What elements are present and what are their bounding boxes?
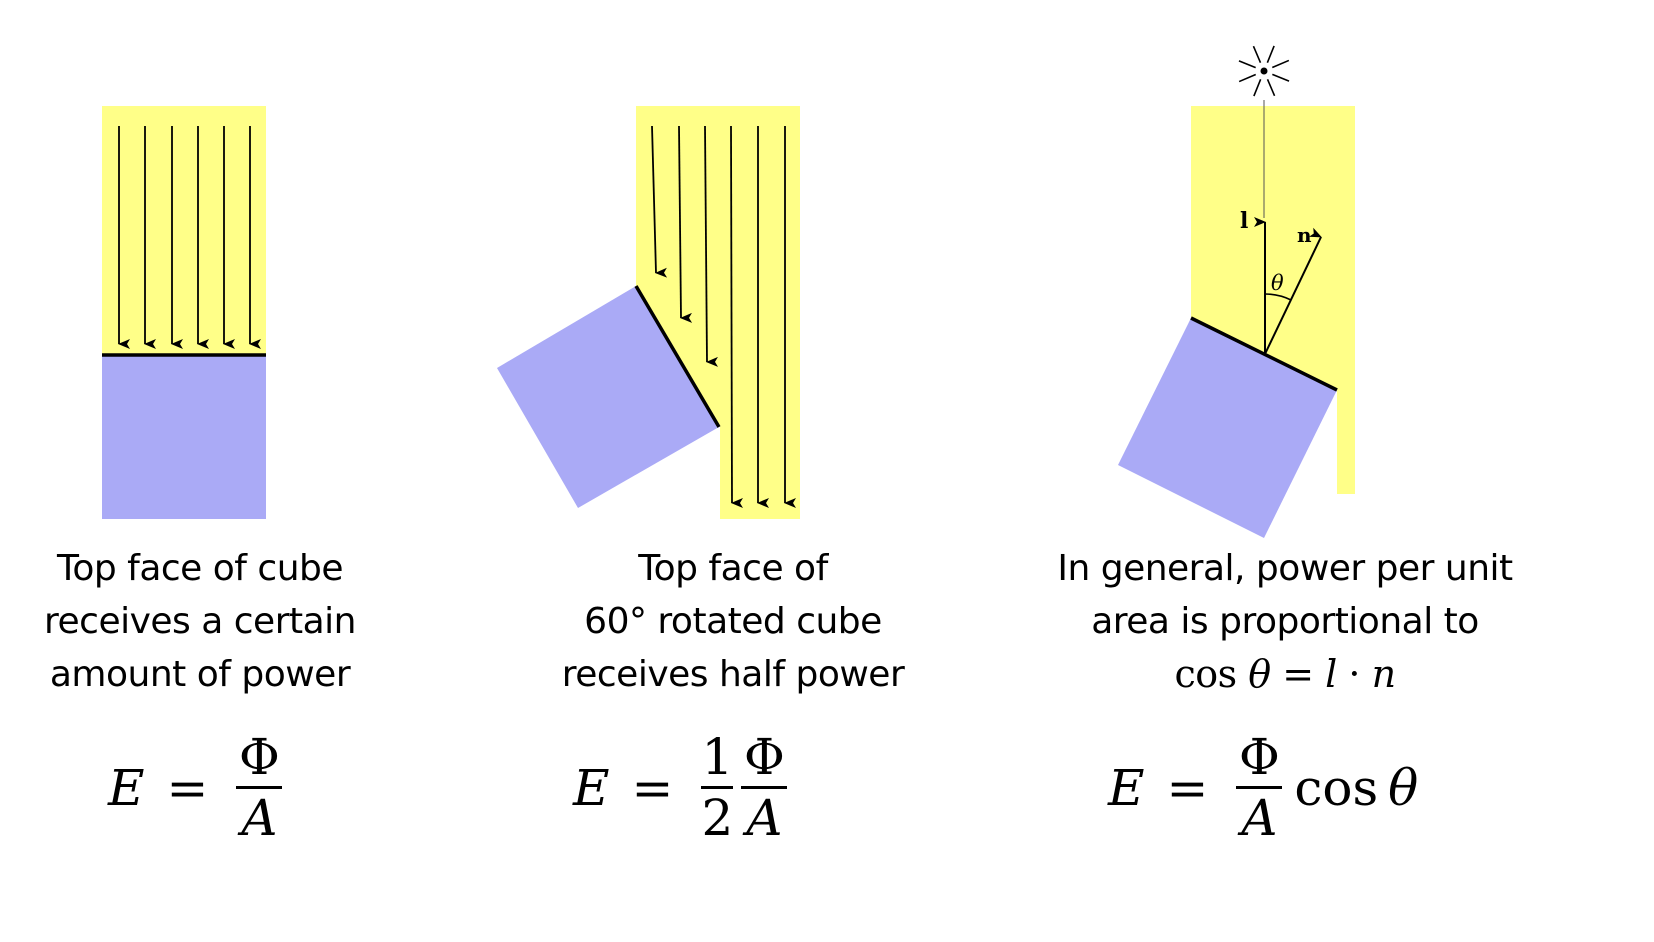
equals-sign: = [166, 758, 209, 817]
cube [102, 355, 266, 519]
theta-symbol: θ [1388, 758, 1419, 817]
n-symbol: n [1371, 652, 1396, 696]
light-beam [636, 106, 800, 519]
light-source-ray [1272, 73, 1290, 82]
light-source-icon [1238, 45, 1290, 97]
panel-1-figure [102, 106, 266, 519]
panel-3-equation: E = Φ A cos θ [1108, 728, 1418, 847]
normal-vector-arrow [1264, 227, 1322, 355]
flux-symbol: Φ [1238, 728, 1280, 786]
area-symbol: A [241, 789, 278, 847]
panel-3-caption: In general, power per unit area is propo… [1020, 542, 1550, 701]
caption-line: Top face of [638, 548, 828, 589]
rotated-cube [497, 286, 719, 508]
panel-2-figure [497, 106, 800, 519]
light-ray-arrow [651, 125, 668, 278]
equals-sign: = [631, 758, 674, 817]
flux-over-area-fraction: Φ A [741, 728, 788, 847]
light-source-ray [1238, 60, 1256, 69]
caption-line: receives a certain [44, 601, 357, 642]
panel-1-equation: E = Φ A [108, 728, 288, 847]
normal-vector-label: n [1297, 223, 1312, 247]
light-source-ray [1266, 78, 1276, 97]
rotated-cube [1118, 318, 1337, 538]
panel-1-caption: Top face of cube receives a certain amou… [0, 542, 400, 701]
flux-over-area-fraction: Φ A [1236, 728, 1283, 847]
light-ray-arrow [678, 125, 693, 323]
panel-2-equation: E = 1 2 Φ A [573, 728, 793, 847]
light-ray-arrow [704, 125, 719, 367]
l-symbol: l [1325, 652, 1337, 696]
fraction-bar [1236, 786, 1283, 789]
light-beam [102, 106, 266, 355]
one-half-fraction: 1 2 [701, 728, 734, 847]
denominator: 2 [701, 789, 734, 847]
light-source-ray [1253, 79, 1262, 97]
irradiance-symbol: E [573, 758, 610, 817]
flux-symbol: Φ [238, 728, 280, 786]
light-rays [651, 125, 796, 508]
caption-line: 60° rotated cube [584, 601, 882, 642]
light-ray-arrow [730, 125, 744, 508]
caption-line: receives half power [561, 654, 905, 695]
theta-symbol: θ [1248, 652, 1271, 696]
area-symbol: A [1241, 789, 1278, 847]
cos-function: cos [1294, 758, 1379, 817]
panel-2-caption: Top face of 60° rotated cube receives ha… [533, 542, 933, 701]
irradiance-symbol: E [1108, 758, 1145, 817]
flux-symbol: Φ [743, 728, 785, 786]
area-symbol: A [746, 789, 783, 847]
caption-line: Top face of cube [56, 548, 344, 589]
flux-over-area-fraction: Φ A [236, 728, 283, 847]
caption-line: amount of power [49, 654, 351, 695]
light-beam [1191, 106, 1355, 494]
light-rays [118, 126, 261, 349]
caption-line: area is proportional to [1091, 601, 1479, 642]
light-vector-label: l [1240, 208, 1248, 234]
equals-sign: = [1282, 652, 1314, 696]
numerator: 1 [701, 728, 734, 786]
angle-arc [1264, 293, 1292, 301]
top-face-edge [634, 285, 721, 428]
caption-line: In general, power per unit [1057, 548, 1513, 589]
fraction-bar [741, 786, 788, 789]
irradiance-symbol: E [108, 758, 145, 817]
fraction-bar [701, 786, 734, 789]
angle-label: θ [1271, 271, 1284, 295]
light-source-ray [1271, 59, 1290, 69]
fraction-bar [236, 786, 283, 789]
cosine-identity: cos θ = l · n [1020, 648, 1550, 701]
equals-sign: = [1166, 758, 1209, 817]
panel-3-figure: l n θ [1118, 45, 1355, 538]
light-source-ray [1238, 73, 1257, 83]
cos-function: cos [1174, 652, 1237, 696]
light-source-ray [1252, 45, 1262, 64]
light-source-ray [1266, 45, 1275, 63]
dot-operator: · [1348, 652, 1360, 696]
